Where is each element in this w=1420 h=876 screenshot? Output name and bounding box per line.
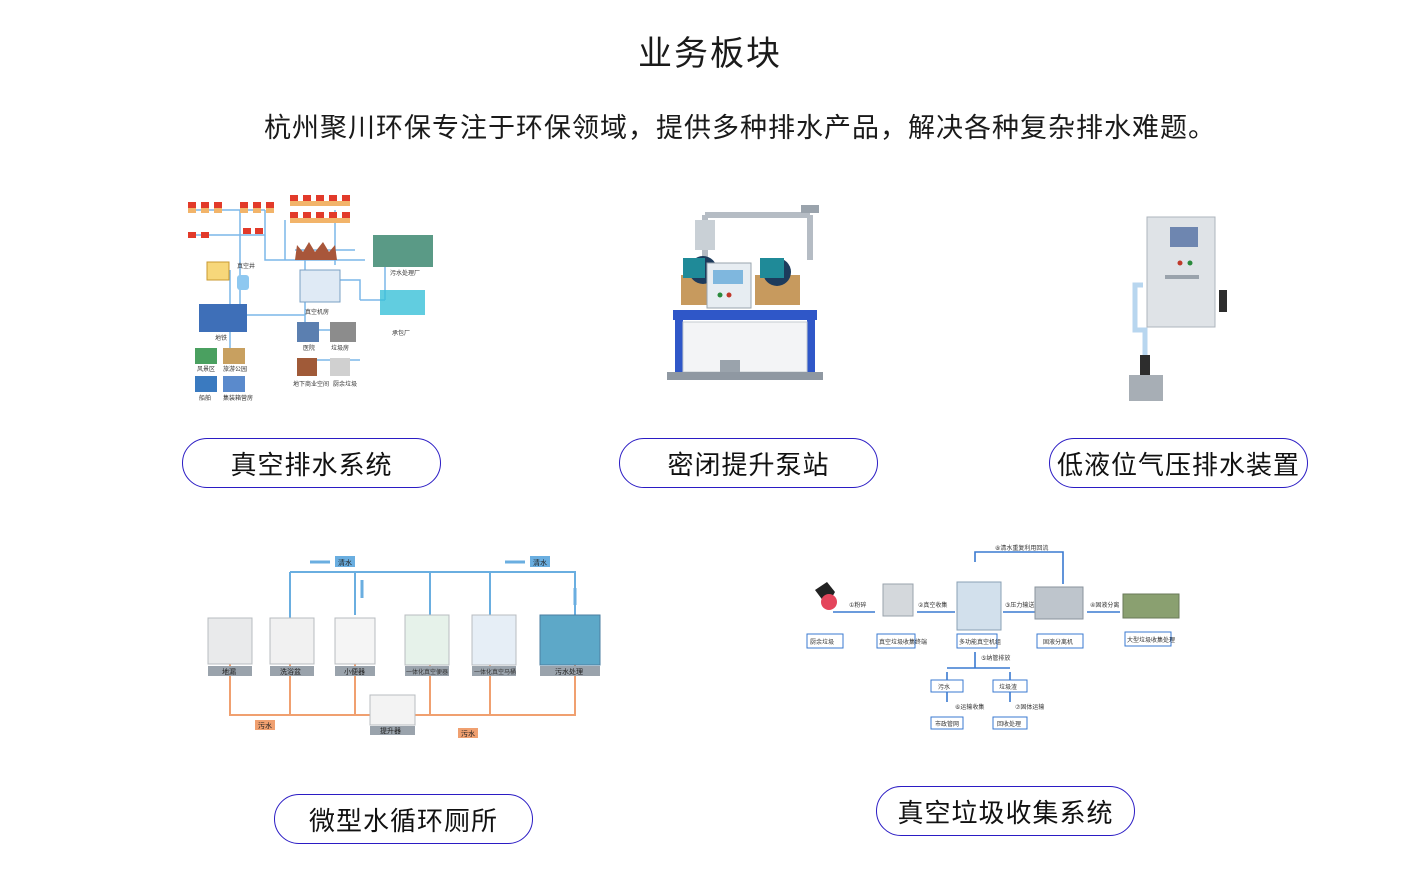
toilet-item-1: 洗浴盆 [280,667,301,676]
garbage-node-3: 固液分离机 [1043,638,1073,646]
product-button-vacuum-drainage[interactable]: 真空排水系统 [182,438,441,488]
garbage-step-7: ⑧清水重复利用回流 [995,544,1048,552]
garbage-step-3: ④固液分离 [1090,601,1119,609]
toilet-lifter: 提升器 [380,726,401,735]
vd-label-5: 医院 [303,344,315,352]
garbage-step-0: ①粉碎 [849,601,866,609]
garbage-sub-2: 市政管网 [935,720,959,728]
toilet-clean-water-2: 清水 [533,558,547,567]
garbage-collection-diagram: 厨余垃圾 真空垃圾收集终端 多功能真空机组 固液分离机 大型垃圾收集处理 污水 … [805,542,1185,737]
garbage-node-4: 大型垃圾收集处理 [1127,636,1175,644]
vd-label-10: 集装箱营房 [223,394,253,402]
garbage-node-2: 多功能真空机组 [959,638,1001,646]
toilet-item-2: 小便器 [344,667,365,676]
garbage-step-1: ②真空收集 [918,601,947,609]
garbage-step-2: ③压力输送 [1005,601,1034,609]
toilet-item-5: 污水处理 [555,667,583,676]
toilet-clean-water-1: 清水 [338,558,352,567]
vd-label-1: 真空机房 [305,308,329,316]
page-subtitle: 杭州聚川环保专注于环保领域，提供多种排水产品，解决各种复杂排水难题。 [264,113,1216,144]
garbage-step-4: ⑤纳管排放 [981,654,1010,662]
garbage-sub-3: 回收处理 [997,720,1021,728]
toilet-item-0: 地漏 [222,667,236,676]
pneumatic-drainage-illustration [1125,215,1235,405]
vd-label-7: 风景区 [197,366,215,373]
vd-label-12: 厨余垃圾 [333,380,357,388]
garbage-node-1: 真空垃圾收集终端 [879,638,927,646]
vd-label-8: 旅游公园 [223,365,247,373]
vacuum-drainage-diagram: 真空井 真空机房 污水处理厂 承包厂 地铁 医院 垃圾房 风景区 旅游公园 船舶… [185,190,440,405]
vd-label-3: 承包厂 [392,329,410,337]
product-button-garbage[interactable]: 真空垃圾收集系统 [876,786,1135,836]
vd-label-9: 船舶 [199,394,211,402]
product-button-toilet[interactable]: 微型水循环厕所 [274,794,533,844]
vd-label-0: 真空井 [237,262,255,270]
vd-label-4: 地铁 [215,334,227,342]
toilet-sewage-2: 污水 [461,729,475,738]
pump-station-illustration [665,200,825,390]
product-button-pump-station[interactable]: 密闭提升泵站 [619,438,878,488]
page-title: 业务板块 [638,34,782,74]
garbage-sub-0: 污水 [938,683,950,691]
garbage-step-5: ⑥运输收集 [955,703,984,711]
toilet-circulation-diagram: 清水 清水 污水 污水 地漏 洗浴盆 小便器 一体化真空便器 一体化真空马桶 污… [200,550,610,745]
garbage-sub-1: 垃圾渣 [999,683,1017,691]
garbage-node-0: 厨余垃圾 [810,638,834,646]
toilet-item-4: 一体化真空马桶 [474,668,516,676]
garbage-step-6: ⑦固体运输 [1015,703,1044,711]
product-button-pneumatic-drainage[interactable]: 低液位气压排水装置 [1049,438,1308,488]
toilet-sewage-1: 污水 [258,721,272,730]
vd-label-2: 污水处理厂 [390,269,420,277]
toilet-item-3: 一体化真空便器 [406,668,448,676]
vd-label-11: 地下商业空间 [293,380,329,388]
vd-label-6: 垃圾房 [331,344,349,352]
